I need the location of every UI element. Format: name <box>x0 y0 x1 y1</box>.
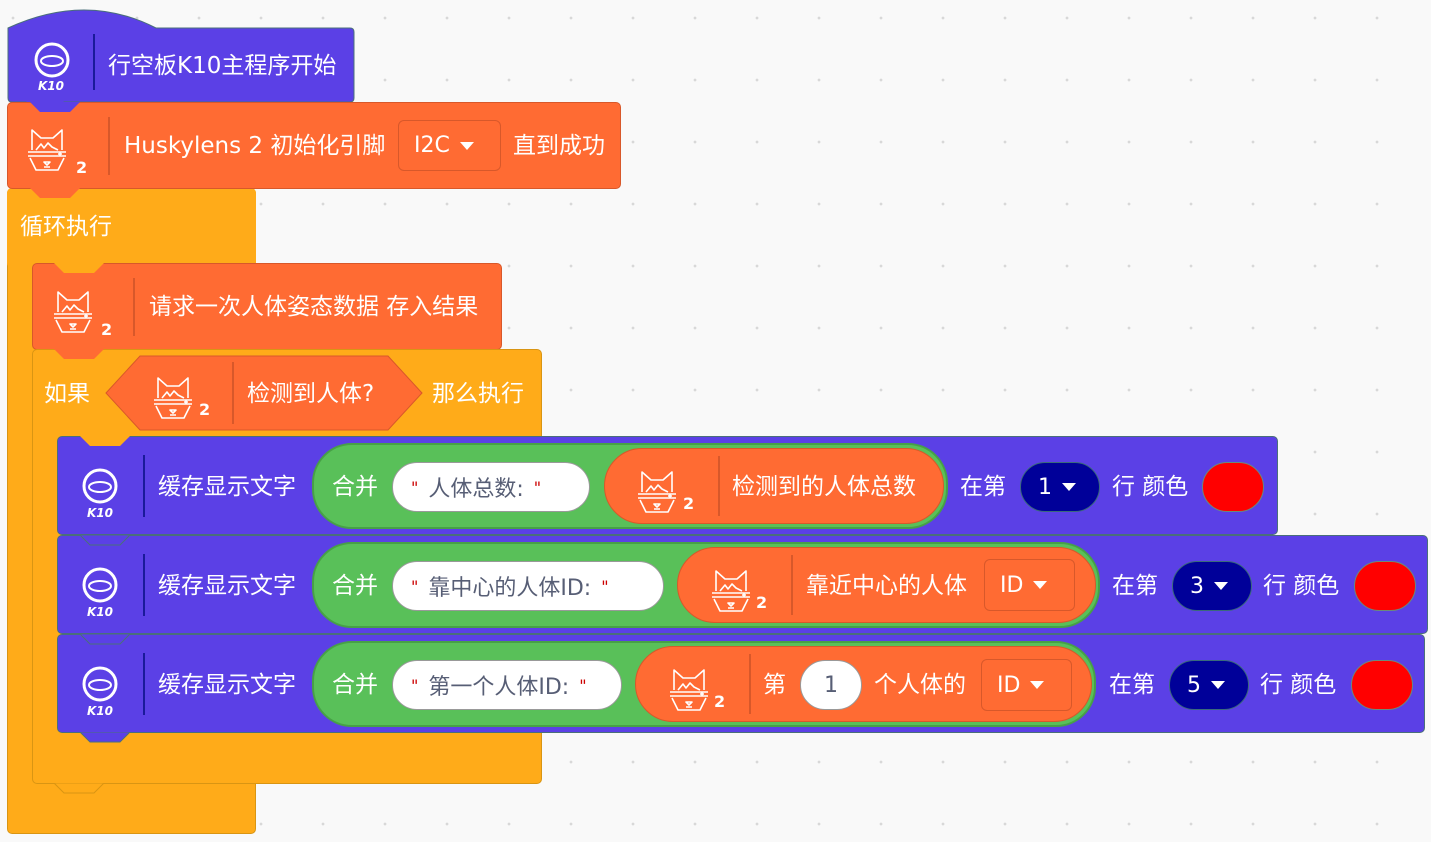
forever-label: 循环执行 <box>20 214 112 240</box>
huskylens-icon-badge: 2 <box>101 320 113 339</box>
join-label: 合并 <box>332 573 378 599</box>
string-value: 第一个人体ID: <box>428 675 570 700</box>
separator <box>232 362 234 424</box>
string-input[interactable]: " 第一个人体ID: " <box>392 660 622 710</box>
chevron-down-icon <box>1033 581 1048 589</box>
reporter-label: 靠近中心的人体 <box>806 573 967 599</box>
separator <box>718 456 720 516</box>
huskylens-2-icon <box>27 129 67 171</box>
huskylens-icon-badge: 2 <box>714 692 726 711</box>
row-value: 5 <box>1187 672 1201 698</box>
attribute-value: ID <box>1000 572 1024 598</box>
quote-mark: " <box>533 477 542 497</box>
huskylens-icon-badge: 2 <box>683 494 695 513</box>
quote-mark: " <box>411 576 419 596</box>
row-dropdown[interactable]: 5 <box>1169 660 1249 710</box>
if-label: 如果 <box>44 381 90 407</box>
separator <box>749 654 751 714</box>
color-label: 行 颜色 <box>1263 573 1340 599</box>
color-label: 行 颜色 <box>1260 672 1337 698</box>
display-block-label: 缓存显示文字 <box>158 672 296 698</box>
chevron-down-icon <box>1211 681 1225 689</box>
detect-human-condition[interactable] <box>104 354 424 432</box>
reporter-label: 个人体的 <box>874 672 966 698</box>
separator <box>108 117 110 175</box>
string-input[interactable]: " 靠中心的人体ID: " <box>392 561 664 611</box>
block-notch <box>80 634 131 645</box>
forever-block-header <box>7 188 256 268</box>
string-value: 人体总数: <box>428 477 524 502</box>
color-swatch[interactable] <box>1202 462 1264 512</box>
row-value: 1 <box>1038 474 1052 500</box>
attribute-value: ID <box>997 672 1021 698</box>
condition-label: 检测到人体? <box>247 381 375 407</box>
index-value: 1 <box>824 672 838 698</box>
block-notch <box>54 349 104 359</box>
block-notch <box>54 263 104 273</box>
pin-dropdown[interactable]: I2C <box>398 120 501 171</box>
display-block-label: 缓存显示文字 <box>158 474 296 500</box>
reporter-prefix: 第 <box>763 672 786 698</box>
block-notch <box>80 436 130 446</box>
string-input[interactable]: " 人体总数: " <box>392 462 590 512</box>
display-block-label: 缓存显示文字 <box>158 573 296 599</box>
k10-icon-caption: K10 <box>38 79 64 93</box>
block-notch <box>80 732 131 743</box>
separator <box>791 555 793 615</box>
chevron-down-icon <box>1214 582 1228 590</box>
huskylens-icon-badge: 2 <box>76 158 88 177</box>
quote-mark: " <box>579 675 587 695</box>
block-notch <box>54 783 105 794</box>
row-dropdown[interactable]: 3 <box>1172 561 1252 611</box>
separator <box>143 554 145 616</box>
if-then-label: 那么执行 <box>432 381 524 407</box>
k10-icon-caption: K10 <box>87 506 113 520</box>
attribute-dropdown[interactable]: ID <box>984 559 1075 611</box>
row-dropdown[interactable]: 1 <box>1020 462 1100 512</box>
separator <box>93 34 95 90</box>
nth-human-reporter[interactable] <box>635 646 1092 722</box>
pin-dropdown-value: I2C <box>414 133 450 158</box>
k10-icon-caption: K10 <box>87 704 113 718</box>
row-value: 3 <box>1190 573 1204 599</box>
join-label: 合并 <box>332 672 378 698</box>
row-label: 在第 <box>1109 672 1155 698</box>
string-value: 靠中心的人体ID: <box>428 576 592 601</box>
huskylens-icon-badge: 2 <box>756 593 768 612</box>
block-notch <box>30 102 80 112</box>
chevron-down-icon <box>1062 483 1076 491</box>
block-notch <box>30 188 80 198</box>
init-block-label: Huskylens 2 初始化引脚 <box>124 133 386 159</box>
huskylens-2-icon <box>53 291 93 333</box>
huskylens-icon-badge: 2 <box>199 400 211 419</box>
request-block-label: 请求一次人体姿态数据 存入结果 <box>149 294 479 320</box>
chevron-down-icon <box>459 141 474 150</box>
attribute-dropdown[interactable]: ID <box>981 659 1072 711</box>
separator <box>143 455 145 517</box>
k10-icon-caption: K10 <box>87 605 113 619</box>
color-swatch[interactable] <box>1354 561 1416 611</box>
separator <box>143 653 145 715</box>
join-label: 合并 <box>332 474 378 500</box>
init-block-suffix: 直到成功 <box>513 133 605 159</box>
separator <box>133 278 135 336</box>
reporter-label: 检测到的人体总数 <box>732 474 916 500</box>
color-label: 行 颜色 <box>1112 474 1189 500</box>
color-swatch[interactable] <box>1351 660 1413 710</box>
quote-mark: " <box>411 675 419 695</box>
quote-mark: " <box>601 576 609 596</box>
index-input[interactable]: 1 <box>800 660 862 710</box>
row-label: 在第 <box>1112 573 1158 599</box>
row-label: 在第 <box>960 474 1006 500</box>
chevron-down-icon <box>1030 681 1045 689</box>
block-notch <box>80 535 131 546</box>
hat-block-label: 行空板K10主程序开始 <box>108 53 337 79</box>
quote-mark: " <box>411 477 419 497</box>
